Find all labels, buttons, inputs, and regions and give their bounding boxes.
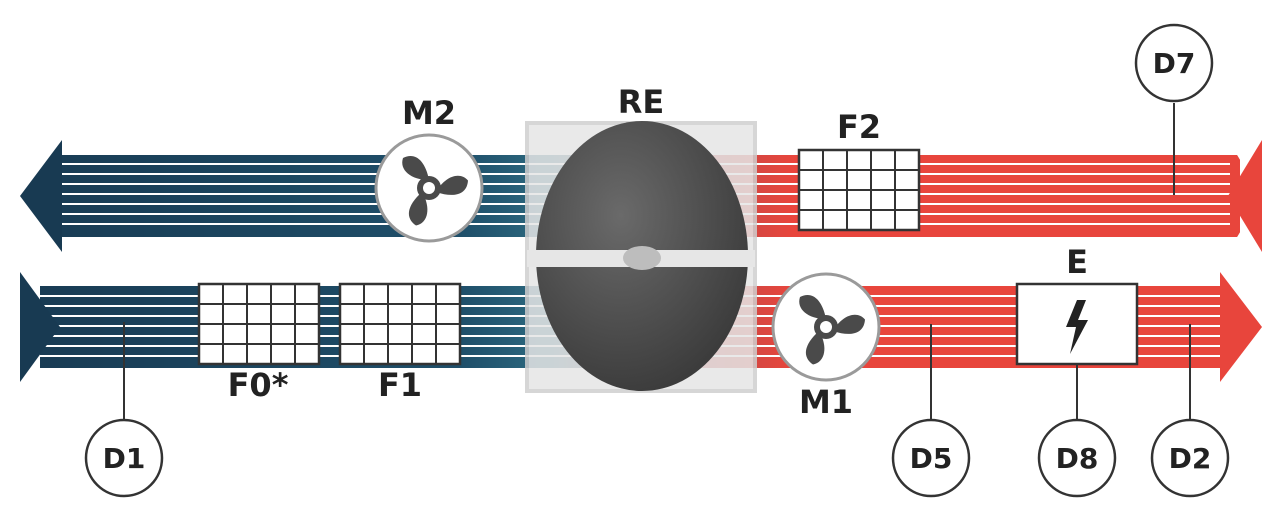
sensor-d2: D2 bbox=[1150, 418, 1230, 498]
supply-arrow-right bbox=[1220, 272, 1262, 382]
sensor-d1-label: D1 bbox=[103, 442, 146, 475]
filter-f0: F0* bbox=[197, 282, 321, 404]
sensors: D1 D5 D8 D2 D7 bbox=[84, 23, 1230, 498]
filter-f2-grid bbox=[799, 150, 919, 230]
sensor-d8-label: D8 bbox=[1056, 442, 1099, 475]
fan-icon bbox=[402, 156, 468, 226]
sensor-d1: D1 bbox=[84, 418, 164, 498]
fan-m2-label: M2 bbox=[402, 94, 456, 132]
filter-f0-label: F0* bbox=[228, 366, 289, 404]
filter-f1-grid bbox=[340, 284, 460, 364]
filter-f0-grid bbox=[199, 284, 319, 364]
recuperator-hub bbox=[623, 246, 661, 270]
filter-f1-label: F1 bbox=[378, 366, 422, 404]
sensor-d7-label: D7 bbox=[1153, 47, 1196, 80]
filter-f2-label: F2 bbox=[837, 108, 881, 146]
filter-f2: F2 bbox=[797, 108, 921, 232]
sensor-d5-label: D5 bbox=[910, 442, 953, 475]
sensor-d8: D8 bbox=[1037, 418, 1117, 498]
recuperator-label: RE bbox=[618, 83, 665, 121]
sensor-leaders bbox=[123, 103, 1191, 428]
fan-m2: M2 bbox=[374, 94, 484, 243]
lightning-bolt-icon bbox=[1066, 300, 1088, 354]
fan-m1-label: M1 bbox=[799, 383, 853, 421]
fan-m1: M1 bbox=[771, 272, 881, 421]
heater-label: E bbox=[1066, 243, 1088, 281]
exhaust-arrow-left bbox=[20, 140, 62, 252]
filter-f1: F1 bbox=[338, 282, 462, 404]
sensor-d7: D7 bbox=[1134, 23, 1214, 103]
recuperator: RE bbox=[525, 83, 757, 393]
sensor-d2-label: D2 bbox=[1169, 442, 1212, 475]
fan-icon bbox=[799, 295, 865, 365]
supply-intake-notch-left bbox=[20, 272, 60, 382]
heater-e: E bbox=[1015, 243, 1139, 366]
intake-arrow-right bbox=[1228, 140, 1262, 252]
sensor-d5: D5 bbox=[891, 418, 971, 498]
